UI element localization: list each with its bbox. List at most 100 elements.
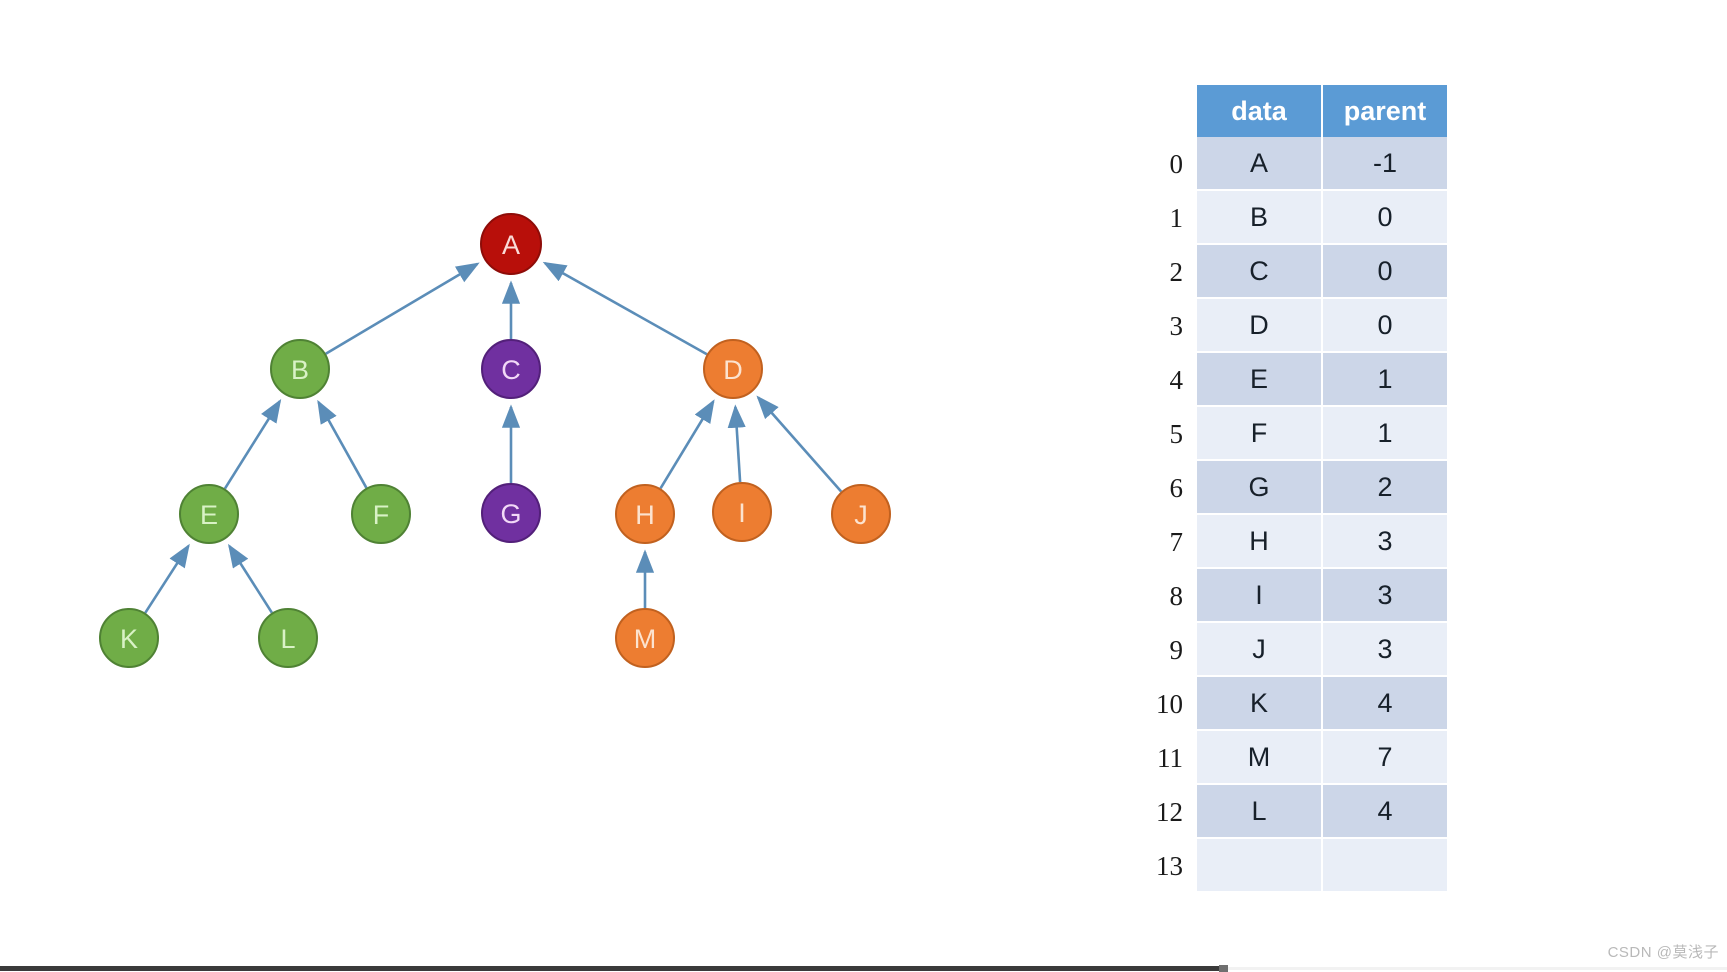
tree-node-M[interactable]: M	[615, 608, 675, 668]
cell-parent[interactable]: 3	[1323, 569, 1447, 623]
tree-edge-F-to-B	[317, 399, 368, 489]
row-index: 11	[1135, 731, 1197, 785]
node-circle-B	[270, 339, 330, 399]
tree-node-G[interactable]: G	[481, 483, 541, 543]
node-circle-H	[615, 484, 675, 544]
tree-edge-layer	[144, 261, 843, 614]
tree-edge-H-to-D	[659, 399, 715, 490]
row-index: 3	[1135, 299, 1197, 353]
node-circle-A	[480, 213, 542, 275]
cell-parent[interactable]	[1323, 839, 1447, 893]
tree-edge-B-to-A	[325, 262, 480, 355]
cell-parent[interactable]: 2	[1323, 461, 1447, 515]
node-circle-G	[481, 483, 541, 543]
cell-data[interactable]	[1197, 839, 1323, 893]
node-circle-E	[179, 484, 239, 544]
tree-node-E[interactable]: E	[179, 484, 239, 544]
tree-edge-E-to-B	[223, 398, 282, 490]
node-circle-C	[481, 339, 541, 399]
cell-data[interactable]: M	[1197, 731, 1323, 785]
cell-data[interactable]: C	[1197, 245, 1323, 299]
tree-node-K[interactable]: K	[99, 608, 159, 668]
tree-node-F[interactable]: F	[351, 484, 411, 544]
tree-node-C[interactable]: C	[481, 339, 541, 399]
cell-parent[interactable]: -1	[1323, 137, 1447, 191]
cell-data[interactable]: L	[1197, 785, 1323, 839]
cell-data[interactable]: G	[1197, 461, 1323, 515]
tree-node-B[interactable]: B	[270, 339, 330, 399]
table-header-row: data parent	[1135, 85, 1447, 137]
row-index: 1	[1135, 191, 1197, 245]
player-scrub-handle[interactable]	[1219, 965, 1228, 972]
cell-data[interactable]: A	[1197, 137, 1323, 191]
video-player-bar[interactable]	[0, 965, 1727, 972]
row-index: 5	[1135, 407, 1197, 461]
row-index: 6	[1135, 461, 1197, 515]
cell-parent[interactable]: 0	[1323, 245, 1447, 299]
tree-edge-D-to-A	[542, 261, 708, 356]
cell-data[interactable]: B	[1197, 191, 1323, 245]
node-circle-D	[703, 339, 763, 399]
cell-parent[interactable]: 1	[1323, 353, 1447, 407]
cell-data[interactable]: F	[1197, 407, 1323, 461]
cell-parent[interactable]: 3	[1323, 515, 1447, 569]
row-index: 0	[1135, 137, 1197, 191]
row-index: 13	[1135, 839, 1197, 893]
cell-data[interactable]: H	[1197, 515, 1323, 569]
tree-edge-I-to-D	[727, 404, 746, 483]
tree-edge-L-to-E	[228, 543, 273, 614]
cell-data[interactable]: E	[1197, 353, 1323, 407]
column-header-parent: parent	[1323, 85, 1447, 137]
cell-parent[interactable]: 4	[1323, 785, 1447, 839]
cell-parent[interactable]: 3	[1323, 623, 1447, 677]
tree-node-D[interactable]: D	[703, 339, 763, 399]
node-circle-I	[712, 482, 772, 542]
node-circle-J	[831, 484, 891, 544]
tree-edge-J-to-D	[756, 395, 843, 493]
column-header-data: data	[1197, 85, 1323, 137]
cell-parent[interactable]: 1	[1323, 407, 1447, 461]
tree-edge-K-to-E	[144, 543, 190, 614]
cell-parent[interactable]: 0	[1323, 299, 1447, 353]
csdn-watermark: CSDN @莫浅子	[1607, 944, 1719, 961]
row-index: 7	[1135, 515, 1197, 569]
tree-node-A[interactable]: A	[480, 213, 542, 275]
cell-parent[interactable]: 4	[1323, 677, 1447, 731]
row-index: 12	[1135, 785, 1197, 839]
tree-node-I[interactable]: I	[712, 482, 772, 542]
row-index: 10	[1135, 677, 1197, 731]
node-circle-K	[99, 608, 159, 668]
cell-parent[interactable]: 7	[1323, 731, 1447, 785]
index-column-header	[1135, 85, 1197, 137]
tree-node-H[interactable]: H	[615, 484, 675, 544]
tree-node-L[interactable]: L	[258, 608, 318, 668]
cell-data[interactable]: K	[1197, 677, 1323, 731]
node-circle-F	[351, 484, 411, 544]
cell-parent[interactable]: 0	[1323, 191, 1447, 245]
cell-data[interactable]: J	[1197, 623, 1323, 677]
cell-data[interactable]: I	[1197, 569, 1323, 623]
node-circle-L	[258, 608, 318, 668]
tree-node-J[interactable]: J	[831, 484, 891, 544]
cell-data[interactable]: D	[1197, 299, 1323, 353]
table-row[interactable]: 13	[1135, 839, 1447, 893]
node-circle-M	[615, 608, 675, 668]
